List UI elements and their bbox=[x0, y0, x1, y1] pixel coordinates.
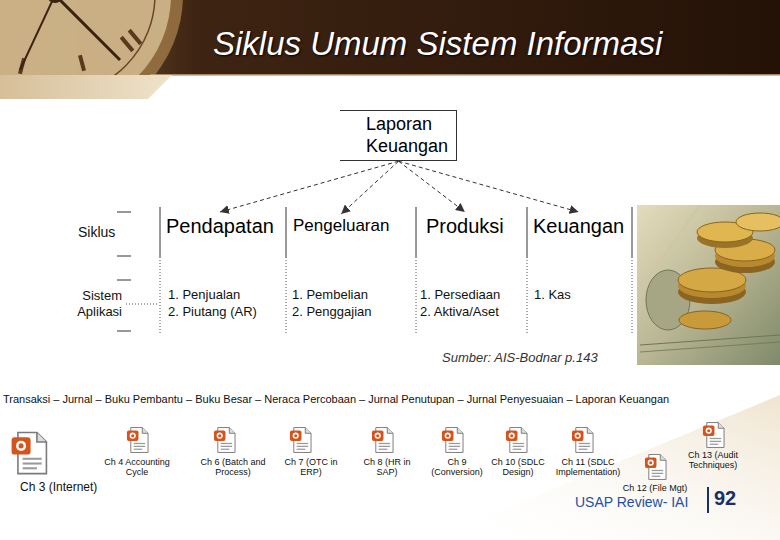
node-text: Laporan Keuangan bbox=[366, 114, 448, 157]
dashed-arrow bbox=[341, 161, 398, 214]
table-cell: 1. Kas bbox=[534, 287, 571, 303]
file-label: Ch 10 (SDLC Design) bbox=[490, 457, 546, 478]
dashed-arrow bbox=[399, 161, 465, 212]
footer-text: USAP Review- IAI bbox=[575, 494, 688, 511]
page-number: 92 bbox=[714, 486, 736, 510]
file-label: Ch 3 (Internet) bbox=[20, 480, 97, 494]
file-icon bbox=[442, 428, 463, 453]
cycle-header: Pengeluaran bbox=[290, 214, 392, 238]
file-label: Ch 12 (File Mgt) bbox=[615, 483, 695, 493]
row-label: Sistem Aplikasi bbox=[62, 288, 122, 319]
node-text: Pengeluaran bbox=[293, 216, 389, 236]
report-box: Laporan Keuangan bbox=[340, 110, 457, 161]
process-chain: Transaksi – Jurnal – Buku Pembantu – Buk… bbox=[3, 393, 669, 406]
file-icon bbox=[127, 428, 148, 453]
table-cell: 1. Penjualan bbox=[168, 287, 240, 303]
table-cell: 1. Pembelian bbox=[292, 287, 368, 303]
slide-title: Siklus Umum Sistem Informasi bbox=[213, 24, 662, 64]
table-cell: 1. Persediaan bbox=[420, 287, 500, 303]
node-text: Pendapatan bbox=[166, 214, 274, 238]
file-icons bbox=[12, 423, 724, 480]
node-text: Keuangan bbox=[533, 214, 624, 238]
file-label: Ch 13 (Audit Techniques) bbox=[680, 450, 746, 471]
corner-shade bbox=[430, 395, 780, 540]
file-label: Ch 4 Accounting Cycle bbox=[101, 457, 173, 478]
file-label: Ch 9 (Conversion) bbox=[429, 457, 485, 478]
file-label: Ch 7 (OTC in ERP) bbox=[280, 457, 342, 478]
table-cell: 2. Penggajian bbox=[292, 304, 372, 320]
header-strip bbox=[0, 75, 172, 99]
file-label: Ch 11 (SDLC Implementation) bbox=[552, 457, 624, 478]
file-icon bbox=[290, 428, 311, 453]
dashed-arrow bbox=[399, 161, 579, 212]
header-rule bbox=[150, 74, 780, 76]
cycle-header: Produksi bbox=[423, 212, 507, 240]
table-cell: 2. Aktiva/Aset bbox=[420, 304, 499, 320]
file-label: Ch 8 (HR in SAP) bbox=[359, 457, 415, 478]
file-icon bbox=[372, 428, 393, 453]
money-illustration bbox=[637, 205, 780, 365]
file-icon bbox=[703, 423, 724, 448]
clock-illustration bbox=[0, 0, 183, 75]
node-text: Produksi bbox=[426, 214, 504, 238]
file-icon bbox=[645, 455, 666, 480]
file-icon bbox=[572, 428, 593, 453]
table-rules bbox=[117, 207, 632, 331]
page-number-bar bbox=[707, 487, 709, 513]
cycle-header: Pendapatan bbox=[163, 212, 277, 240]
file-icon bbox=[214, 428, 235, 453]
table-cell: 2. Piutang (AR) bbox=[168, 304, 257, 320]
dashed-arrow bbox=[220, 161, 399, 212]
file-icon bbox=[12, 432, 47, 473]
file-icon bbox=[506, 428, 527, 453]
source-caption: Sumber: AIS-Bodnar p.143 bbox=[442, 350, 598, 366]
dotted-separators bbox=[126, 260, 632, 334]
file-label: Ch 6 (Batch and Process) bbox=[199, 457, 267, 478]
cycle-header: Keuangan bbox=[530, 212, 627, 240]
row-label: Siklus bbox=[78, 224, 115, 241]
